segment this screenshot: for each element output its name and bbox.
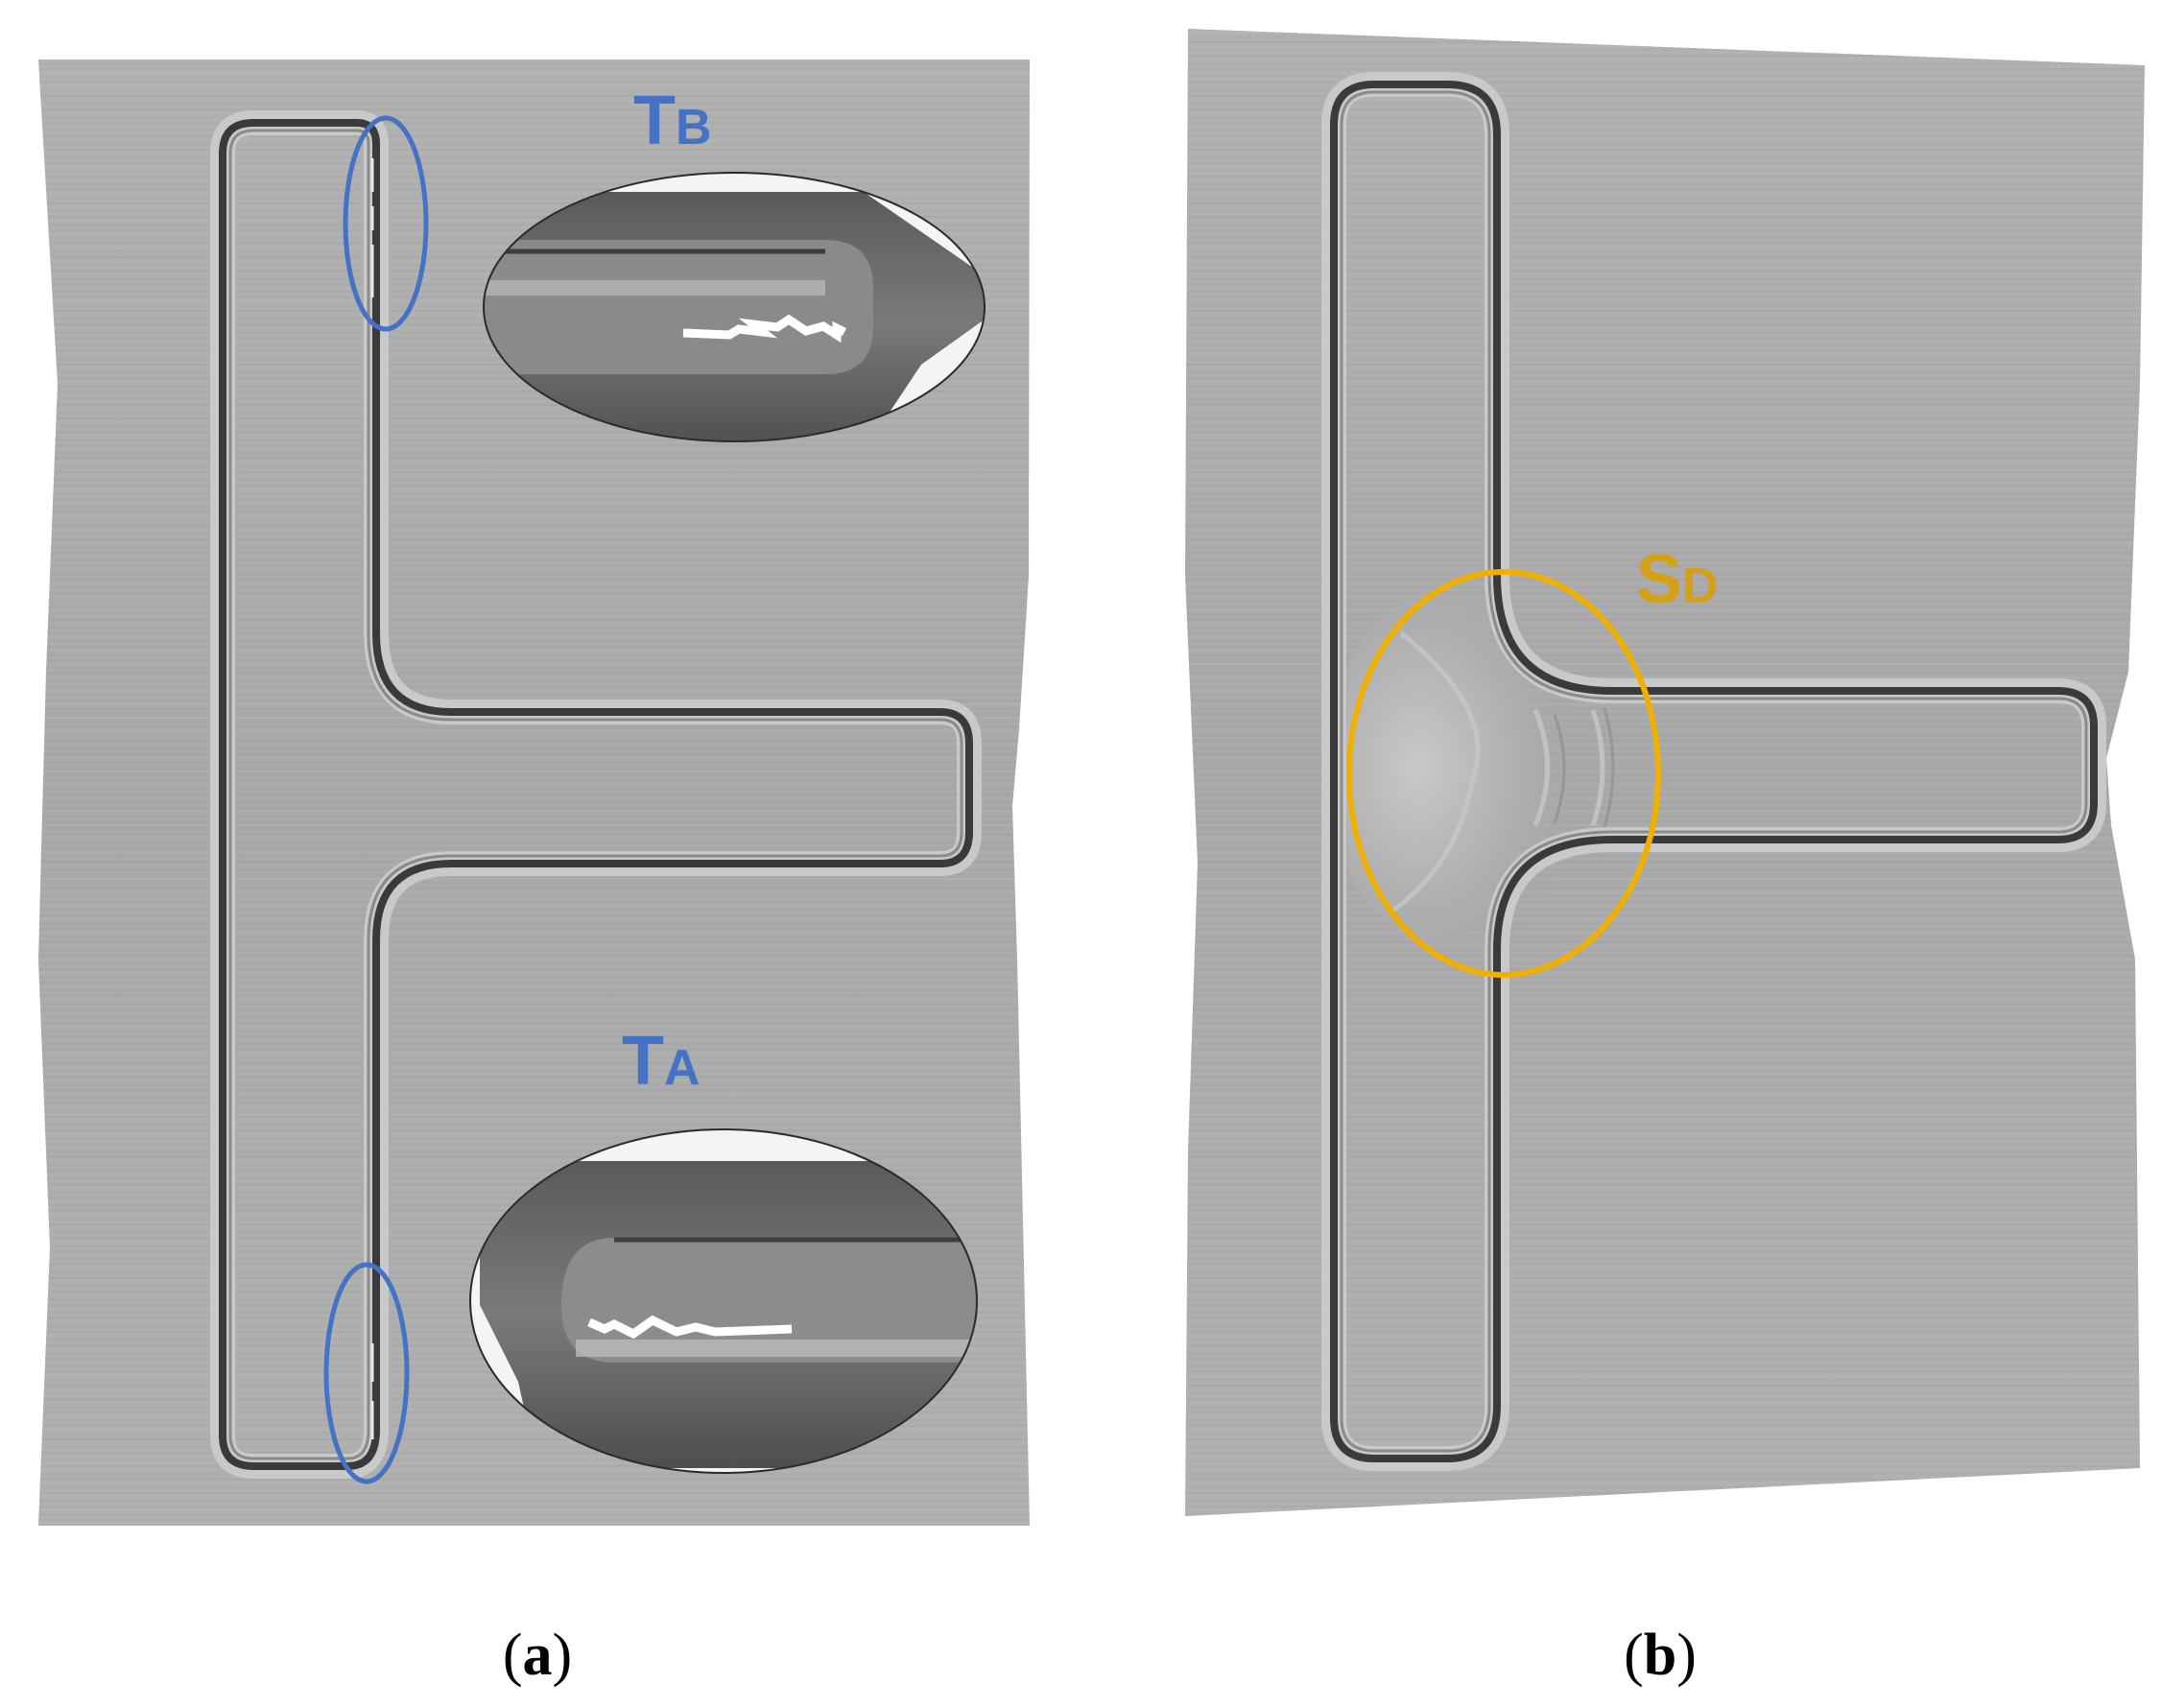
panel-a-channel <box>210 110 982 1479</box>
inset-ta <box>469 1128 978 1474</box>
inset-tb <box>483 172 986 442</box>
panel-a: TB TA <box>38 59 1030 1526</box>
crack-ta <box>587 1315 793 1340</box>
panel-b-channel <box>1321 72 2106 1471</box>
caption-b: (b) <box>1624 1623 1697 1688</box>
caption-b-letter: b <box>1643 1623 1677 1688</box>
label-tb: TB <box>633 83 712 159</box>
crack-tb <box>682 314 847 344</box>
marker-tb <box>343 115 429 332</box>
label-ta: TA <box>622 1023 701 1100</box>
panel-b: SD <box>1185 29 2145 1516</box>
marker-sd <box>1346 569 1661 978</box>
label-sd: SD <box>1636 541 1719 618</box>
caption-a-letter: a <box>522 1623 553 1688</box>
marker-ta <box>323 1262 410 1484</box>
caption-a: (a) <box>502 1623 573 1688</box>
deformation-zone <box>1324 585 1593 950</box>
